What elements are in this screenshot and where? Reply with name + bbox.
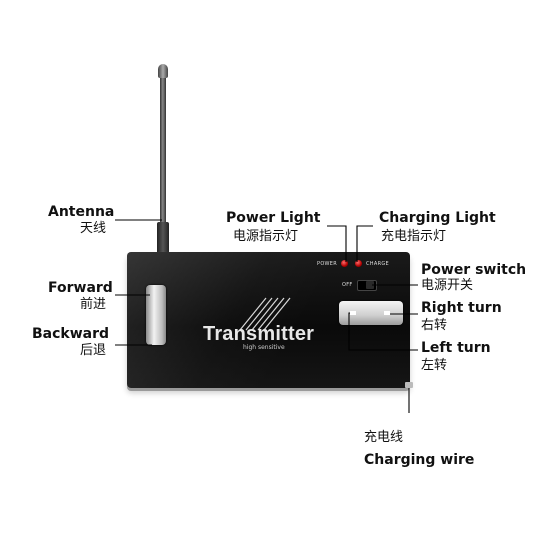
- antenna-label-cn: 天线: [80, 221, 107, 236]
- power-led: [341, 260, 348, 267]
- antenna-label: Antenna: [48, 204, 115, 220]
- charging-light-label: Charging Light: [379, 210, 496, 226]
- left-turn-label: Left turn: [421, 340, 491, 356]
- charge-indicator-label: CHARGE: [366, 261, 389, 267]
- power-light-label-cn: 电源指示灯: [233, 229, 299, 244]
- switch-off-label: OFF: [342, 282, 353, 288]
- brand-name: Transmitter: [203, 323, 315, 345]
- left-turn-label-cn: 左转: [421, 358, 448, 373]
- right-turn-label-cn: 右转: [421, 318, 448, 333]
- forward-label: Forward: [48, 280, 113, 296]
- brand-subtitle: high sensitive: [243, 344, 285, 351]
- right-turn-label: Right turn: [421, 300, 502, 316]
- antenna-tip: [158, 64, 168, 78]
- antenna-base: [157, 222, 169, 254]
- forward-label-cn: 前进: [80, 297, 107, 312]
- charge-led: [355, 260, 362, 267]
- backward-label-cn: 后退: [80, 343, 107, 358]
- antenna-rod: [160, 78, 166, 224]
- forward-backward-lever[interactable]: [146, 285, 166, 345]
- power-switch-knob[interactable]: [366, 281, 374, 289]
- charging-light-label-cn: 充电指示灯: [381, 229, 447, 244]
- power-indicator-label: POWER: [317, 261, 338, 267]
- charging-wire-plug: [405, 382, 413, 388]
- charging-wire-label-cn: 充电线: [364, 430, 404, 445]
- power-switch-label-cn: 电源开关: [421, 278, 474, 293]
- power-light-label: Power Light: [226, 210, 321, 226]
- charging-wire-label: Charging wire: [364, 452, 475, 468]
- power-switch-label: Power switch: [421, 262, 527, 278]
- backward-label: Backward: [32, 326, 110, 342]
